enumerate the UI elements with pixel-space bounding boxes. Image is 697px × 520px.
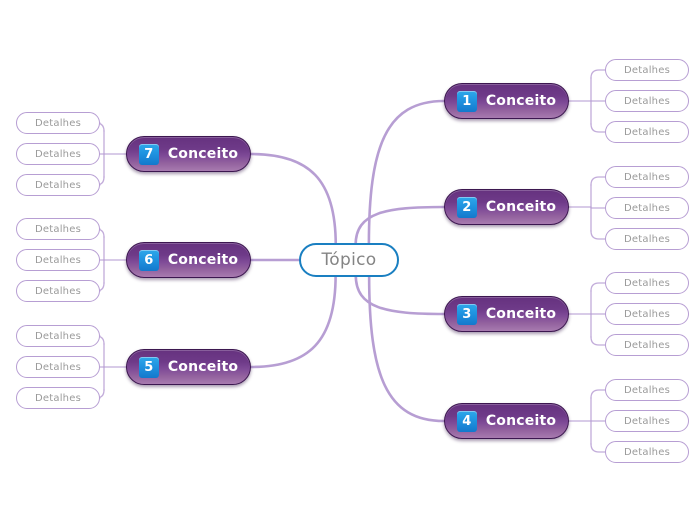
detail-node-1-1[interactable]: Detalhes [605, 59, 689, 81]
detail-node-4-2[interactable]: Detalhes [605, 410, 689, 432]
detail-node-6-3[interactable]: Detalhes [16, 280, 100, 302]
concept-label-2: Conceito [485, 199, 557, 215]
detail-node-5-2[interactable]: Detalhes [16, 356, 100, 378]
detail-label: Detalhes [35, 148, 81, 160]
detail-node-5-1[interactable]: Detalhes [16, 325, 100, 347]
detail-label: Detalhes [35, 223, 81, 235]
detail-node-6-1[interactable]: Detalhes [16, 218, 100, 240]
detail-label: Detalhes [35, 361, 81, 373]
detail-node-5-3[interactable]: Detalhes [16, 387, 100, 409]
detail-node-3-2[interactable]: Detalhes [605, 303, 689, 325]
detail-node-7-2[interactable]: Detalhes [16, 143, 100, 165]
concept-label-7: Conceito [167, 146, 239, 162]
detail-node-4-1[interactable]: Detalhes [605, 379, 689, 401]
concept-label-1: Conceito [485, 93, 557, 109]
concept-node-6[interactable]: 6 Conceito [126, 242, 251, 278]
detail-node-4-3[interactable]: Detalhes [605, 441, 689, 463]
detail-label: Detalhes [35, 330, 81, 342]
detail-label: Detalhes [624, 384, 670, 396]
detail-node-2-2[interactable]: Detalhes [605, 197, 689, 219]
central-topic-node[interactable]: Tópico [299, 243, 399, 277]
concept-node-1[interactable]: 1 Conceito [444, 83, 569, 119]
concept-badge-2: 2 [456, 196, 477, 218]
detail-node-2-3[interactable]: Detalhes [605, 228, 689, 250]
detail-label: Detalhes [624, 446, 670, 458]
detail-label: Detalhes [624, 415, 670, 427]
concept-label-6: Conceito [167, 252, 239, 268]
detail-node-2-1[interactable]: Detalhes [605, 166, 689, 188]
detail-node-3-1[interactable]: Detalhes [605, 272, 689, 294]
detail-node-1-2[interactable]: Detalhes [605, 90, 689, 112]
concept-badge-6: 6 [138, 249, 159, 271]
concept-badge-3: 3 [456, 303, 477, 325]
detail-label: Detalhes [624, 277, 670, 289]
detail-label: Detalhes [624, 64, 670, 76]
concept-label-3: Conceito [485, 306, 557, 322]
concept-node-4[interactable]: 4 Conceito [444, 403, 569, 439]
detail-label: Detalhes [624, 339, 670, 351]
detail-label: Detalhes [624, 233, 670, 245]
concept-badge-5: 5 [138, 356, 159, 378]
detail-label: Detalhes [35, 179, 81, 191]
detail-label: Detalhes [35, 254, 81, 266]
detail-label: Detalhes [35, 117, 81, 129]
detail-node-6-2[interactable]: Detalhes [16, 249, 100, 271]
detail-node-7-3[interactable]: Detalhes [16, 174, 100, 196]
concept-node-5[interactable]: 5 Conceito [126, 349, 251, 385]
concept-badge-1: 1 [456, 90, 477, 112]
concept-node-3[interactable]: 3 Conceito [444, 296, 569, 332]
concept-label-4: Conceito [485, 413, 557, 429]
central-topic-label: Tópico [321, 250, 377, 270]
detail-label: Detalhes [35, 285, 81, 297]
detail-label: Detalhes [624, 308, 670, 320]
detail-node-3-3[interactable]: Detalhes [605, 334, 689, 356]
concept-badge-4: 4 [456, 410, 477, 432]
concept-node-7[interactable]: 7 Conceito [126, 136, 251, 172]
concept-label-5: Conceito [167, 359, 239, 375]
concept-badge-7: 7 [138, 143, 159, 165]
concept-node-2[interactable]: 2 Conceito [444, 189, 569, 225]
detail-label: Detalhes [624, 202, 670, 214]
detail-label: Detalhes [624, 126, 670, 138]
detail-node-7-1[interactable]: Detalhes [16, 112, 100, 134]
detail-label: Detalhes [624, 95, 670, 107]
detail-label: Detalhes [35, 392, 81, 404]
detail-label: Detalhes [624, 171, 670, 183]
detail-node-1-3[interactable]: Detalhes [605, 121, 689, 143]
